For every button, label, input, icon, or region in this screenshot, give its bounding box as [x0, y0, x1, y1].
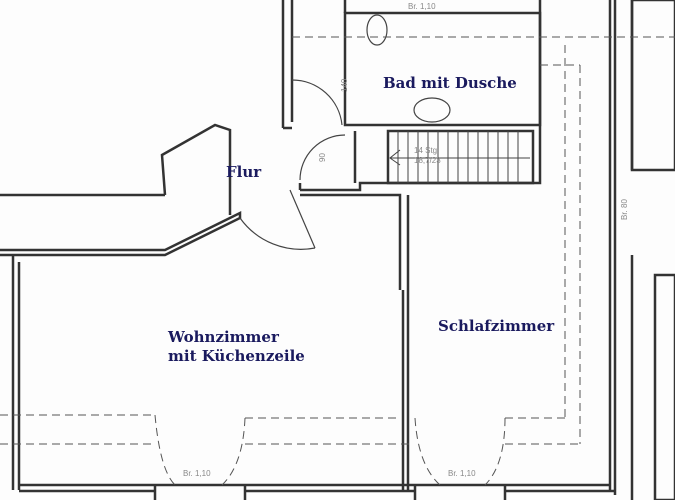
room-label-living-line2: mit Küchenzeile [168, 347, 305, 365]
door-swings [239, 14, 451, 250]
dim-hall-door: 90 [318, 153, 327, 162]
dim-right-window: Br. 80 [620, 199, 629, 220]
room-label-living-line1: Wohnzimmer [168, 328, 279, 346]
dim-stairs-steps: 14 Stg [414, 146, 438, 155]
dim-living-window: Br. 1,10 [183, 469, 211, 478]
dim-bedroom-window: Br. 1,10 [448, 469, 476, 478]
room-label-bedroom: Schlafzimmer [438, 317, 555, 335]
dim-stairs-ratio: 18,7/23 [414, 156, 441, 165]
dim-bath-depth: 140 [340, 78, 349, 92]
dashed-lines [0, 36, 675, 486]
room-label-hall: Flur [226, 163, 262, 181]
room-label-bath: Bad mit Dusche [383, 74, 517, 92]
stair-treads [389, 131, 530, 183]
dim-bath-door: Br. 1,10 [408, 2, 436, 11]
